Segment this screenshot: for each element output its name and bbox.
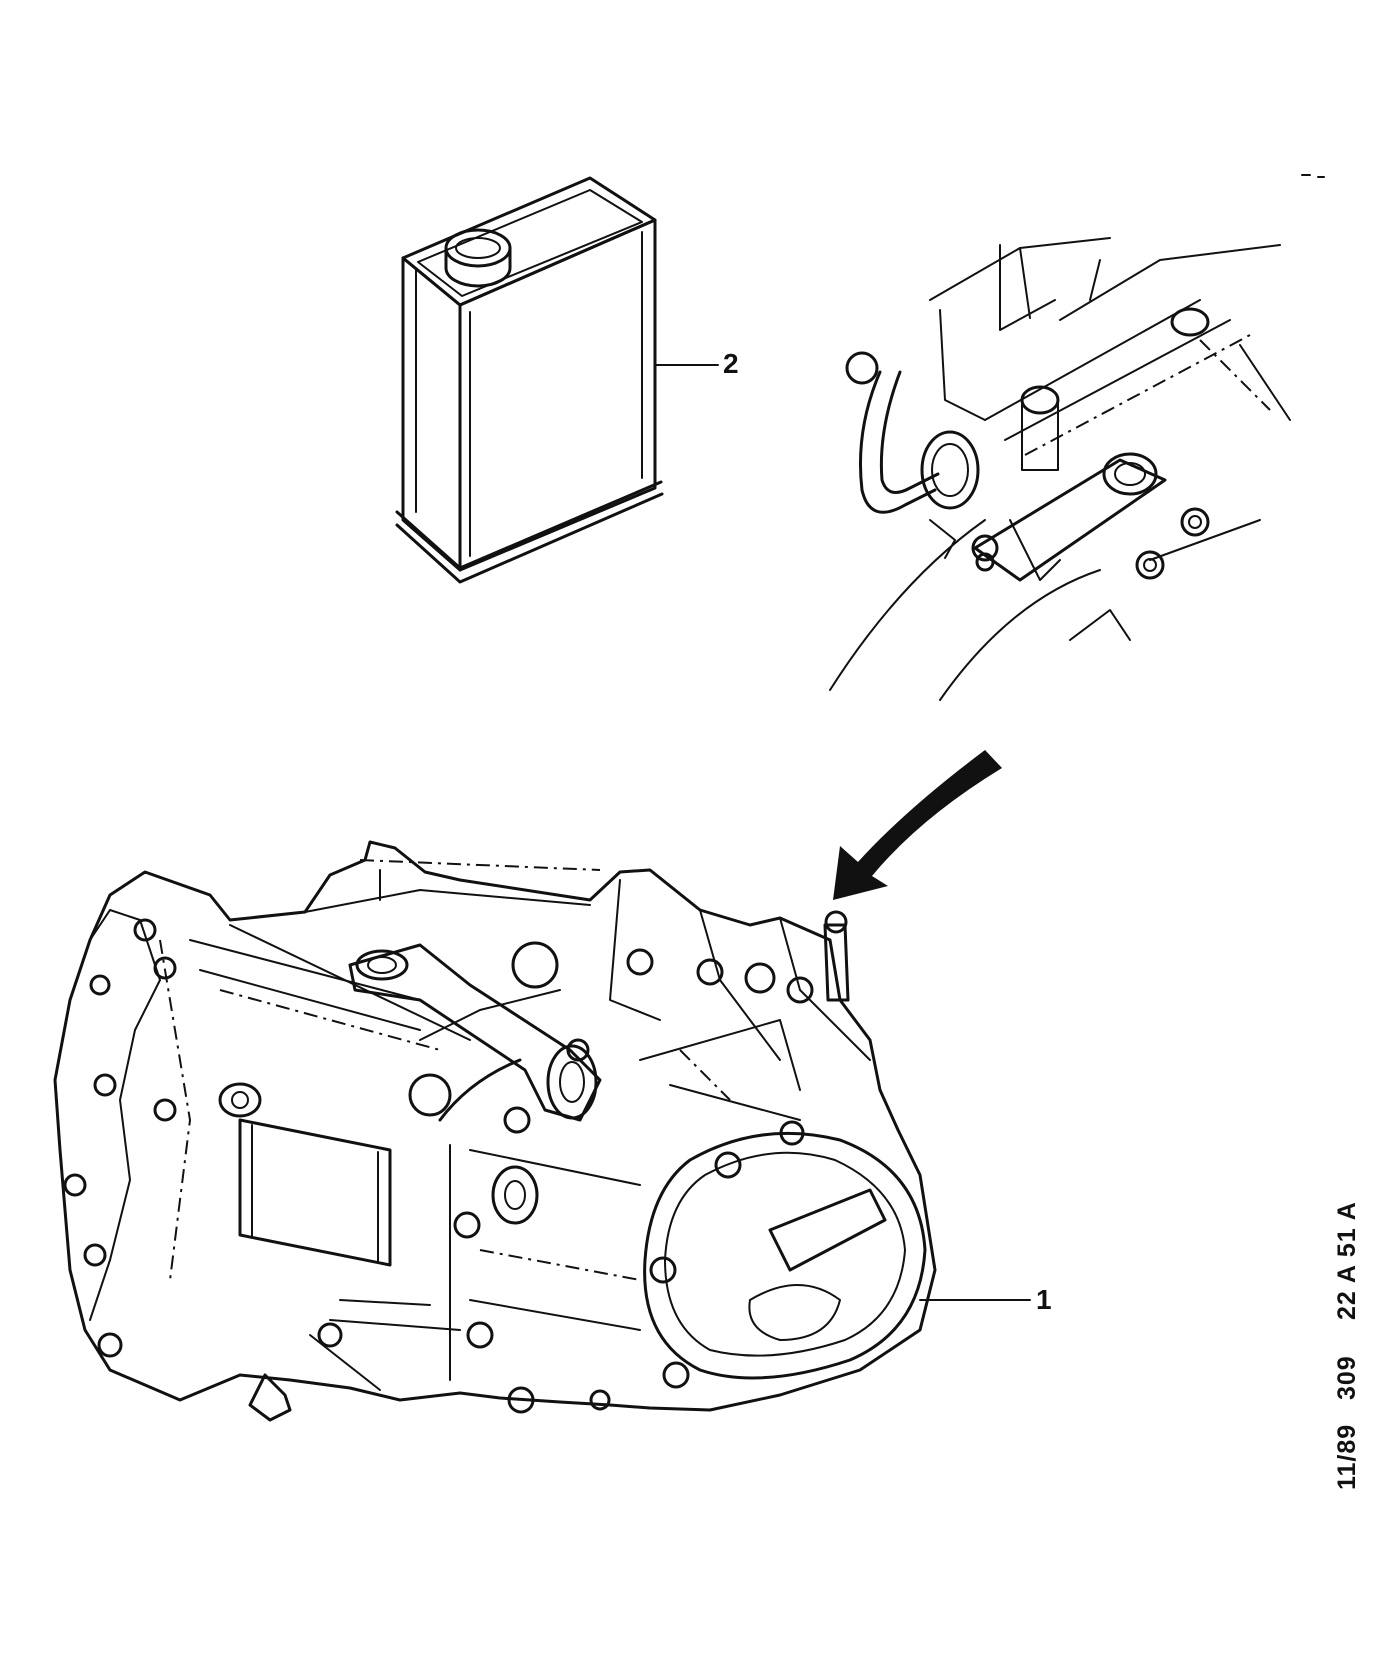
detail-view-illustration bbox=[829, 237, 1291, 701]
callout-label-2: 2 bbox=[723, 348, 739, 379]
direction-arrow bbox=[833, 750, 1002, 900]
reference-date: 11/89 bbox=[1333, 1424, 1361, 1490]
reference-model: 309 bbox=[1333, 1355, 1361, 1400]
reference-code: 11/89 309 22 A 51 A bbox=[1333, 1201, 1361, 1490]
reference-code-text: 22 A 51 A bbox=[1333, 1201, 1361, 1320]
callout-label-1: 1 bbox=[1036, 1284, 1052, 1315]
corner-mark bbox=[1301, 174, 1325, 178]
oil-can-illustration bbox=[395, 176, 664, 584]
transmission-illustration bbox=[53, 840, 937, 1422]
